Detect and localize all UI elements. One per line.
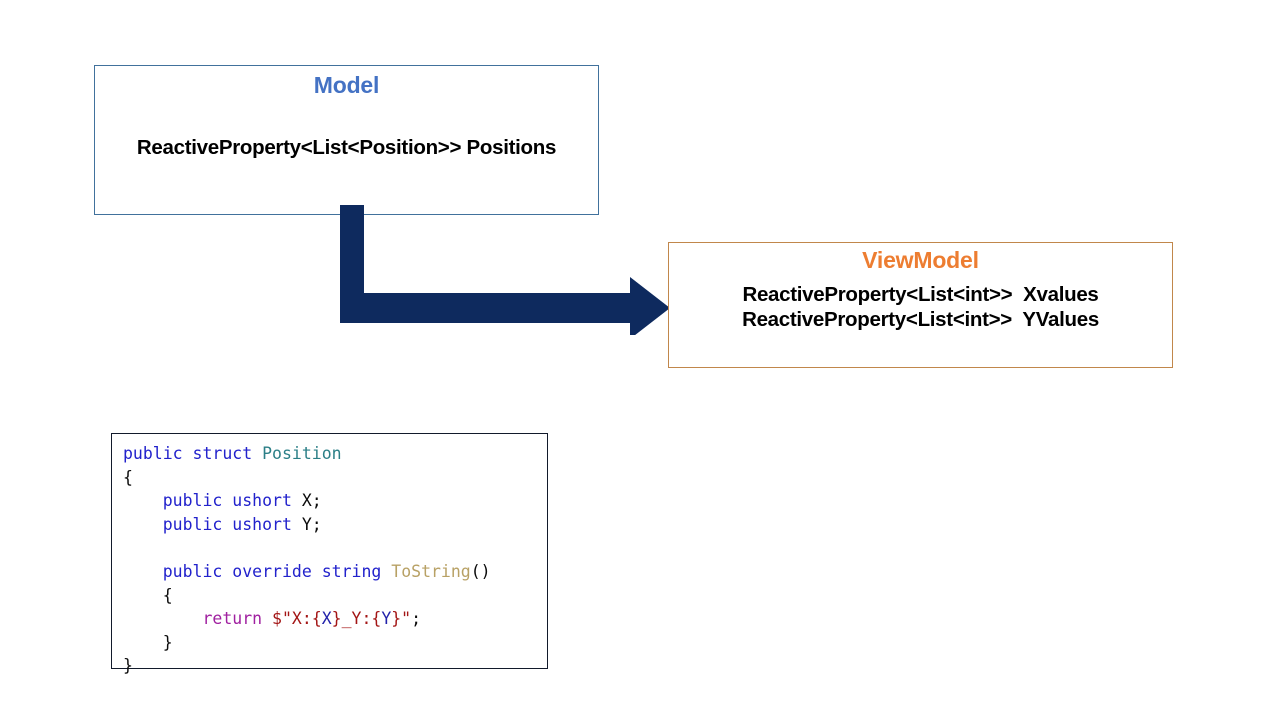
code-token: ;	[411, 609, 422, 629]
code-token: {	[123, 467, 133, 487]
model-title: Model	[313, 72, 380, 98]
code-token	[252, 444, 262, 463]
viewmodel-title: ViewModel	[862, 247, 979, 273]
code-token: string	[321, 561, 382, 581]
position-struct-code-box[interactable]: public struct Position { public ushort X…	[111, 433, 548, 675]
code-token: ushort	[232, 514, 292, 534]
code-token: public	[123, 444, 183, 463]
code-token	[262, 609, 272, 628]
code-token: override	[232, 561, 312, 581]
code-token	[222, 515, 232, 534]
code-token	[312, 562, 322, 581]
code-token: {	[123, 585, 173, 605]
code-token: Y;	[291, 514, 322, 534]
code-token: public	[162, 491, 223, 511]
code-token	[123, 515, 163, 534]
viewmodel-node-box[interactable]: ViewModel ReactiveProperty<List<int>> Xv…	[668, 242, 1173, 368]
code-token: $"X:{	[272, 609, 322, 629]
code-token: Position	[262, 444, 342, 463]
model-node-box[interactable]: Model ReactiveProperty<List<Position>> P…	[94, 65, 599, 215]
code-token: struct	[192, 444, 253, 463]
code-token: }	[123, 632, 173, 652]
code-token: ToString	[391, 561, 471, 581]
model-member-positions: ReactiveProperty<List<Position>> Positio…	[136, 136, 557, 159]
code-token: return	[202, 609, 263, 629]
code-token	[183, 444, 193, 463]
code-token: }_Y:{	[331, 609, 382, 629]
viewmodel-member-xvalues: ReactiveProperty<List<int>> Xvalues	[742, 283, 1099, 306]
code-token: public	[162, 514, 223, 534]
code-token: X;	[291, 491, 322, 511]
code-token	[123, 491, 163, 510]
code-token	[222, 491, 232, 510]
code-token	[123, 562, 163, 581]
viewmodel-member-yvalues: ReactiveProperty<List<int>> YValues	[742, 308, 1099, 331]
code-token	[381, 562, 391, 581]
code-token: ushort	[232, 491, 292, 511]
code-token: ()	[470, 561, 491, 581]
code-token: X	[321, 609, 332, 629]
code-token	[123, 609, 202, 628]
code-token: }	[123, 656, 133, 676]
code-token: Y	[381, 609, 392, 629]
code-token: }"	[391, 609, 412, 629]
model-to-viewmodel-arrow	[340, 205, 670, 335]
code-token	[222, 562, 232, 581]
code-token: public	[162, 561, 223, 581]
code-snippet: public struct Position { public ushort X…	[112, 434, 547, 678]
viewmodel-members: ReactiveProperty<List<int>> Xvalues Reac…	[669, 282, 1172, 332]
